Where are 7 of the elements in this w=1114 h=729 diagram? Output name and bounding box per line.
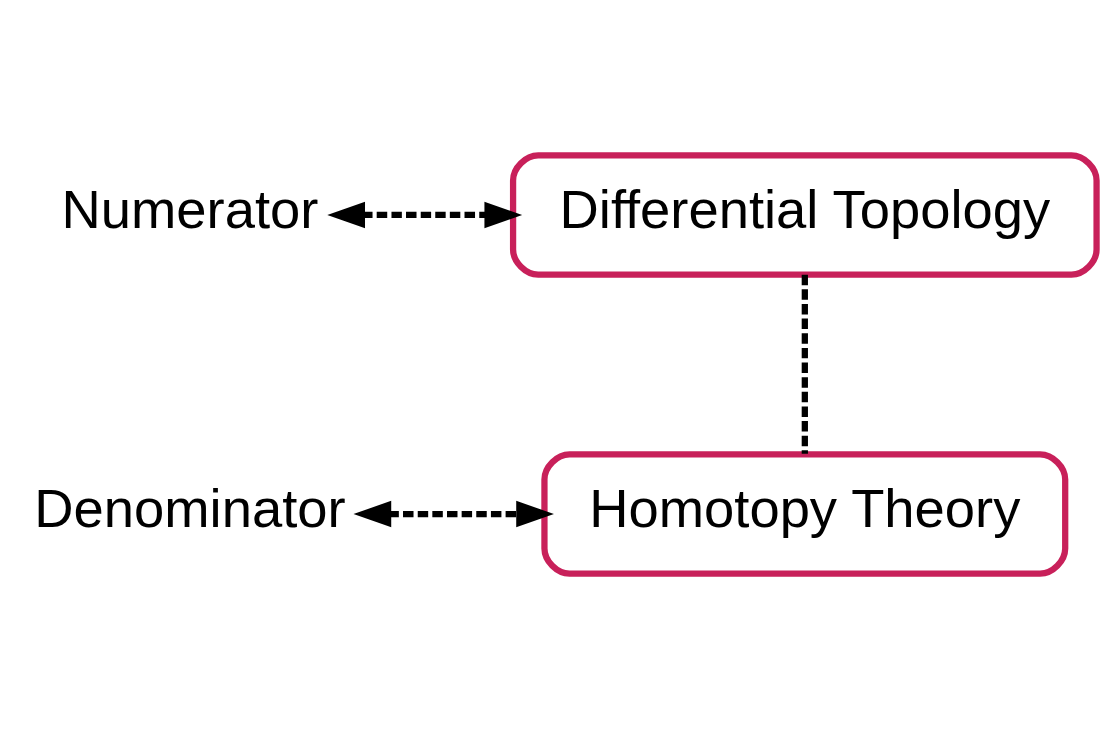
node-text: Numerator	[61, 179, 319, 241]
node-box: Differential Topology	[509, 152, 1100, 278]
node-box: Homotopy Theory	[541, 451, 1069, 577]
connector	[801, 274, 808, 454]
node-text: Denominator	[34, 478, 346, 540]
arrow	[327, 201, 523, 229]
arrow	[353, 500, 554, 528]
